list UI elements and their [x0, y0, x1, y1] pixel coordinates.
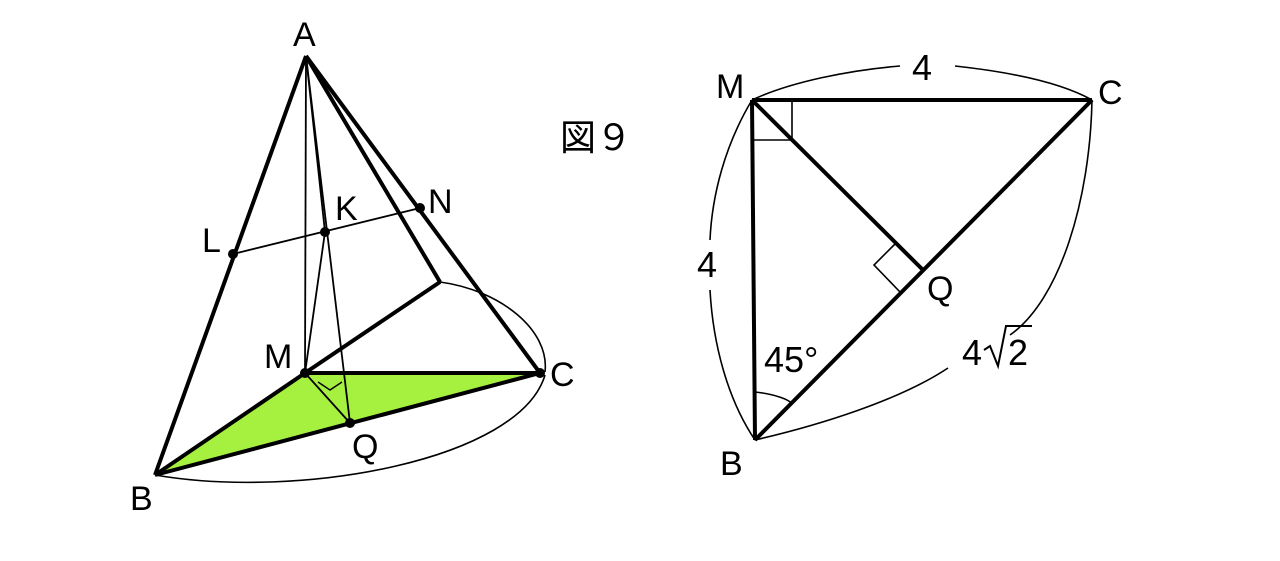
line-m-k	[304, 231, 326, 374]
label-m: M	[264, 338, 292, 376]
arc-b-c	[154, 374, 546, 484]
point-dot-l	[228, 249, 238, 259]
arc-mc-left	[751, 65, 901, 101]
point-dot-k	[320, 227, 330, 237]
arc-bc-bottom	[754, 367, 949, 441]
side-m-b	[750, 99, 757, 441]
edge-b-m	[153, 371, 307, 477]
point-dot-m	[300, 368, 310, 378]
label-c: C	[550, 356, 575, 394]
point-dot-c	[535, 368, 545, 378]
label-b2: B	[720, 445, 743, 483]
figure-number-label: 図９	[560, 117, 632, 158]
line-m-q	[304, 372, 351, 424]
side-b-c	[753, 98, 1094, 442]
triangle-figure: M C B Q 4 4 45° 4 2	[697, 47, 1123, 483]
length-mc: 4	[912, 47, 932, 88]
line-a-q	[305, 55, 351, 424]
arc-mb-top	[709, 99, 753, 241]
label-m2: M	[716, 68, 744, 106]
label-c2: C	[1098, 74, 1123, 112]
edge-a-b	[153, 55, 308, 476]
point-dot-n	[415, 203, 425, 213]
edge-a-back	[304, 54, 442, 284]
arc-mb-bottom	[709, 289, 756, 441]
label-q: Q	[352, 428, 378, 466]
label-a: A	[293, 16, 316, 54]
label-k: K	[335, 190, 358, 228]
sqrt-sign	[983, 325, 1032, 370]
angle-b-label: 45°	[764, 339, 818, 380]
right-angle-mark-m	[317, 381, 343, 391]
label-n: N	[428, 183, 453, 221]
angle-arc-b	[754, 391, 793, 405]
label-q2: Q	[927, 270, 953, 308]
edge-back-m	[303, 280, 442, 375]
length-bc-coef: 4	[962, 332, 982, 373]
length-mb: 4	[697, 244, 717, 285]
edge-a-c	[304, 54, 542, 375]
arc-bc-top	[1009, 99, 1093, 336]
line-a-m	[304, 55, 307, 374]
arc-mc-right	[954, 65, 1093, 101]
pyramid-figure: A K N L M C Q B	[130, 16, 575, 518]
arc-c-upper	[439, 281, 546, 373]
right-angle-mark-m2	[752, 100, 793, 141]
length-bc-rad: 2	[1008, 332, 1028, 373]
point-dot-q	[345, 418, 355, 428]
length-bc: 4 2	[962, 325, 1032, 373]
right-angle-mark-q	[872, 242, 901, 293]
label-b: B	[130, 480, 153, 518]
label-l: L	[202, 222, 221, 260]
segment-m-q	[750, 98, 925, 272]
